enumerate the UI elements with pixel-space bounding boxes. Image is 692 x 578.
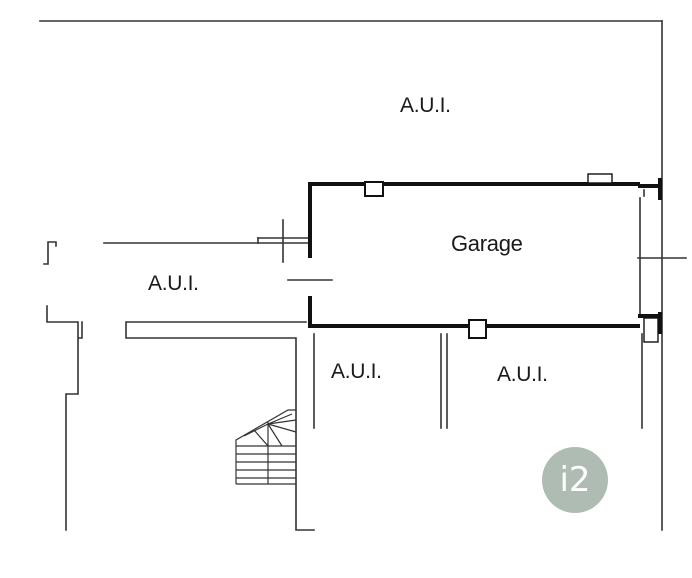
staircase — [235, 409, 297, 485]
left-wall-lower — [46, 305, 83, 531]
room-label-aui-mid: A.U.I. — [331, 360, 382, 383]
pillar-top — [364, 181, 384, 197]
corridor-wall — [125, 321, 315, 531]
plan-number-badge: i2 — [542, 447, 608, 513]
room-label-garage: Garage — [451, 231, 523, 256]
left-wall-upper — [43, 241, 57, 265]
room-label-aui-left: A.U.I. — [148, 272, 199, 295]
room-label-aui-right: A.U.I. — [497, 363, 548, 386]
pillar-bottom — [468, 319, 487, 339]
room-label-aui-top: A.U.I. — [400, 94, 451, 117]
